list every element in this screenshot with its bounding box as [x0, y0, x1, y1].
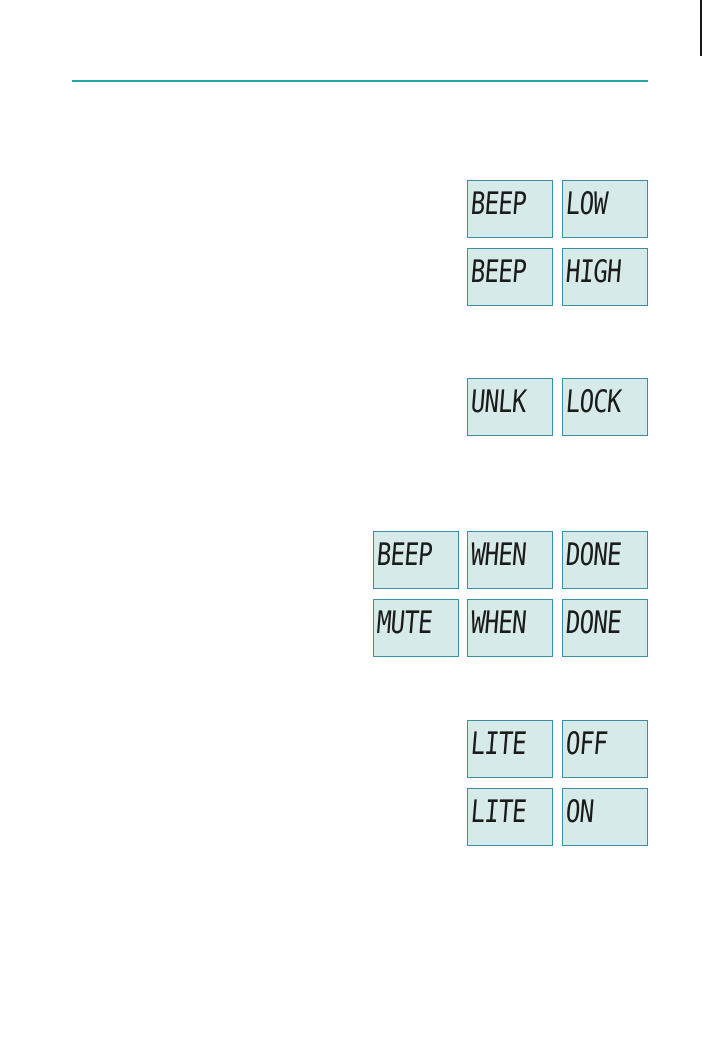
lcd-text: LITE	[469, 797, 527, 828]
lcd-text: OFF	[564, 729, 608, 760]
lcd-text: ON	[564, 797, 594, 828]
lcd-display-done: DONE	[562, 599, 648, 657]
lcd-display-beep: BEEP	[467, 248, 553, 306]
lcd-text: LOCK	[564, 387, 622, 418]
lcd-display-lock: LOCK	[562, 378, 648, 436]
lcd-display-high: HIGH	[562, 248, 648, 306]
page-edge-rule	[700, 0, 702, 56]
lcd-text: LITE	[469, 729, 527, 760]
lcd-text: MUTE	[375, 608, 433, 639]
header-rule	[72, 80, 648, 82]
lcd-text: LOW	[564, 189, 608, 220]
lcd-text: DONE	[564, 608, 622, 639]
lcd-text: DONE	[564, 540, 622, 571]
lcd-display-beep: BEEP	[373, 531, 459, 589]
lcd-display-unlock: UNLK	[467, 378, 553, 436]
lcd-display-low: LOW	[562, 180, 648, 238]
lcd-display-off: OFF	[562, 720, 648, 778]
lcd-text: BEEP	[469, 189, 527, 220]
lcd-display-done: DONE	[562, 531, 648, 589]
lcd-text: WHEN	[469, 540, 527, 571]
lcd-text: WHEN	[469, 608, 527, 639]
lcd-display-beep: BEEP	[467, 180, 553, 238]
lcd-text: UNLK	[469, 387, 527, 418]
lcd-display-on: ON	[562, 788, 648, 846]
lcd-display-when: WHEN	[467, 531, 553, 589]
lcd-text: BEEP	[375, 540, 433, 571]
lcd-display-lite: LITE	[467, 788, 553, 846]
lcd-text: BEEP	[469, 257, 527, 288]
lcd-display-mute: MUTE	[373, 599, 459, 657]
lcd-text: HIGH	[564, 257, 622, 288]
lcd-display-lite: LITE	[467, 720, 553, 778]
lcd-display-when: WHEN	[467, 599, 553, 657]
